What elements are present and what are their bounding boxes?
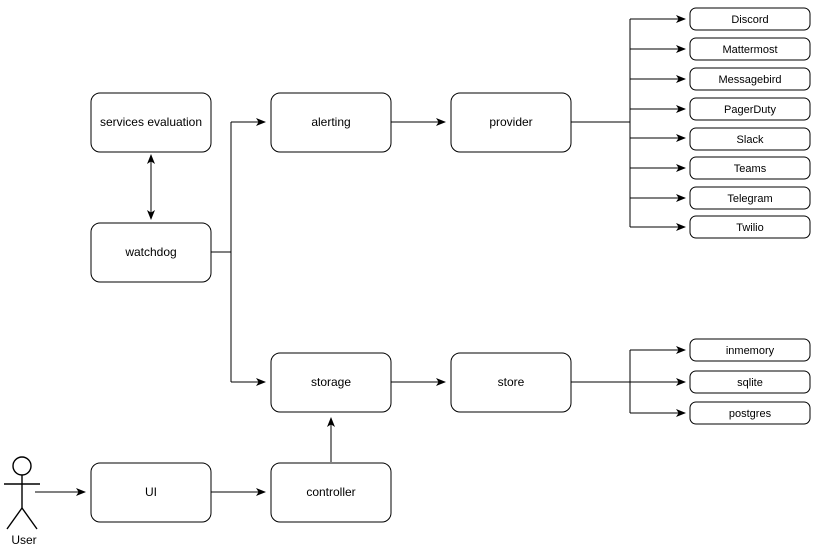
- leaf-mattermost-label: Mattermost: [722, 44, 777, 56]
- node-storage-shape: [270, 352, 392, 413]
- node-watchdog-label: watchdog: [124, 245, 176, 259]
- node-watchdog[interactable]: watchdog: [90, 222, 212, 283]
- node-services-evaluation-label: services evaluation: [100, 115, 202, 129]
- node-store-shape: [450, 352, 572, 413]
- leaf-postgres-shape: [689, 401, 811, 425]
- leaf-teams-shape: [689, 156, 811, 180]
- leaf-postgres-label: postgres: [729, 408, 772, 420]
- node-services-evaluation-shape: [90, 92, 212, 153]
- leaf-teams[interactable]: Teams: [689, 156, 811, 180]
- leaf-inmemory-shape: [689, 338, 811, 362]
- leaf-messagebird-shape: [689, 67, 811, 91]
- node-controller[interactable]: controller: [270, 462, 392, 523]
- node-storage[interactable]: storage: [270, 352, 392, 413]
- leaf-mattermost[interactable]: Mattermost: [689, 37, 811, 61]
- leaf-sqlite-shape: [689, 370, 811, 394]
- leaf-messagebird[interactable]: Messagebird: [689, 67, 811, 91]
- leaf-discord[interactable]: Discord: [689, 7, 811, 31]
- leaf-slack[interactable]: Slack: [689, 127, 811, 151]
- leaf-telegram-label: Telegram: [727, 193, 772, 205]
- leaf-twilio-label: Twilio: [736, 222, 764, 234]
- leaf-teams-label: Teams: [734, 163, 767, 175]
- leaf-twilio[interactable]: Twilio: [689, 215, 811, 239]
- leaf-pagerduty[interactable]: PagerDuty: [689, 97, 811, 121]
- leaf-pagerduty-shape: [689, 97, 811, 121]
- node-provider[interactable]: provider: [450, 92, 572, 153]
- leaf-inmemory[interactable]: inmemory: [689, 338, 811, 362]
- node-ui-label: UI: [145, 485, 157, 499]
- leaf-postgres[interactable]: postgres: [689, 401, 811, 425]
- actor-leg-left-icon: [6, 507, 23, 530]
- actor-leg-right-icon: [21, 507, 38, 530]
- leaf-telegram-shape: [689, 186, 811, 210]
- leaf-sqlite-label: sqlite: [737, 377, 763, 389]
- node-watchdog-shape: [90, 222, 212, 283]
- actor-user[interactable]: User: [4, 456, 40, 547]
- actor-head-icon: [12, 456, 32, 476]
- node-ui[interactable]: UI: [90, 462, 212, 523]
- leaf-inmemory-label: inmemory: [726, 345, 775, 357]
- leaf-messagebird-label: Messagebird: [719, 74, 782, 86]
- node-ui-shape: [90, 462, 212, 523]
- node-alerting-label: alerting: [311, 115, 350, 129]
- actor-user-label: User: [11, 533, 36, 547]
- leaf-pagerduty-label: PagerDuty: [724, 104, 776, 116]
- node-provider-label: provider: [489, 115, 532, 129]
- node-store[interactable]: store: [450, 352, 572, 413]
- node-provider-shape: [450, 92, 572, 153]
- leaf-discord-label: Discord: [731, 14, 768, 26]
- leaf-slack-shape: [689, 127, 811, 151]
- node-alerting[interactable]: alerting: [270, 92, 392, 153]
- leaf-telegram[interactable]: Telegram: [689, 186, 811, 210]
- leaf-twilio-shape: [689, 215, 811, 239]
- leaf-sqlite[interactable]: sqlite: [689, 370, 811, 394]
- leaf-slack-label: Slack: [737, 134, 764, 146]
- leaf-mattermost-shape: [689, 37, 811, 61]
- node-services-evaluation[interactable]: services evaluation: [90, 92, 212, 153]
- node-alerting-shape: [270, 92, 392, 153]
- leaf-discord-shape: [689, 7, 811, 31]
- node-store-label: store: [498, 375, 525, 389]
- node-controller-label: controller: [306, 485, 355, 499]
- node-controller-shape: [270, 462, 392, 523]
- node-storage-label: storage: [311, 375, 351, 389]
